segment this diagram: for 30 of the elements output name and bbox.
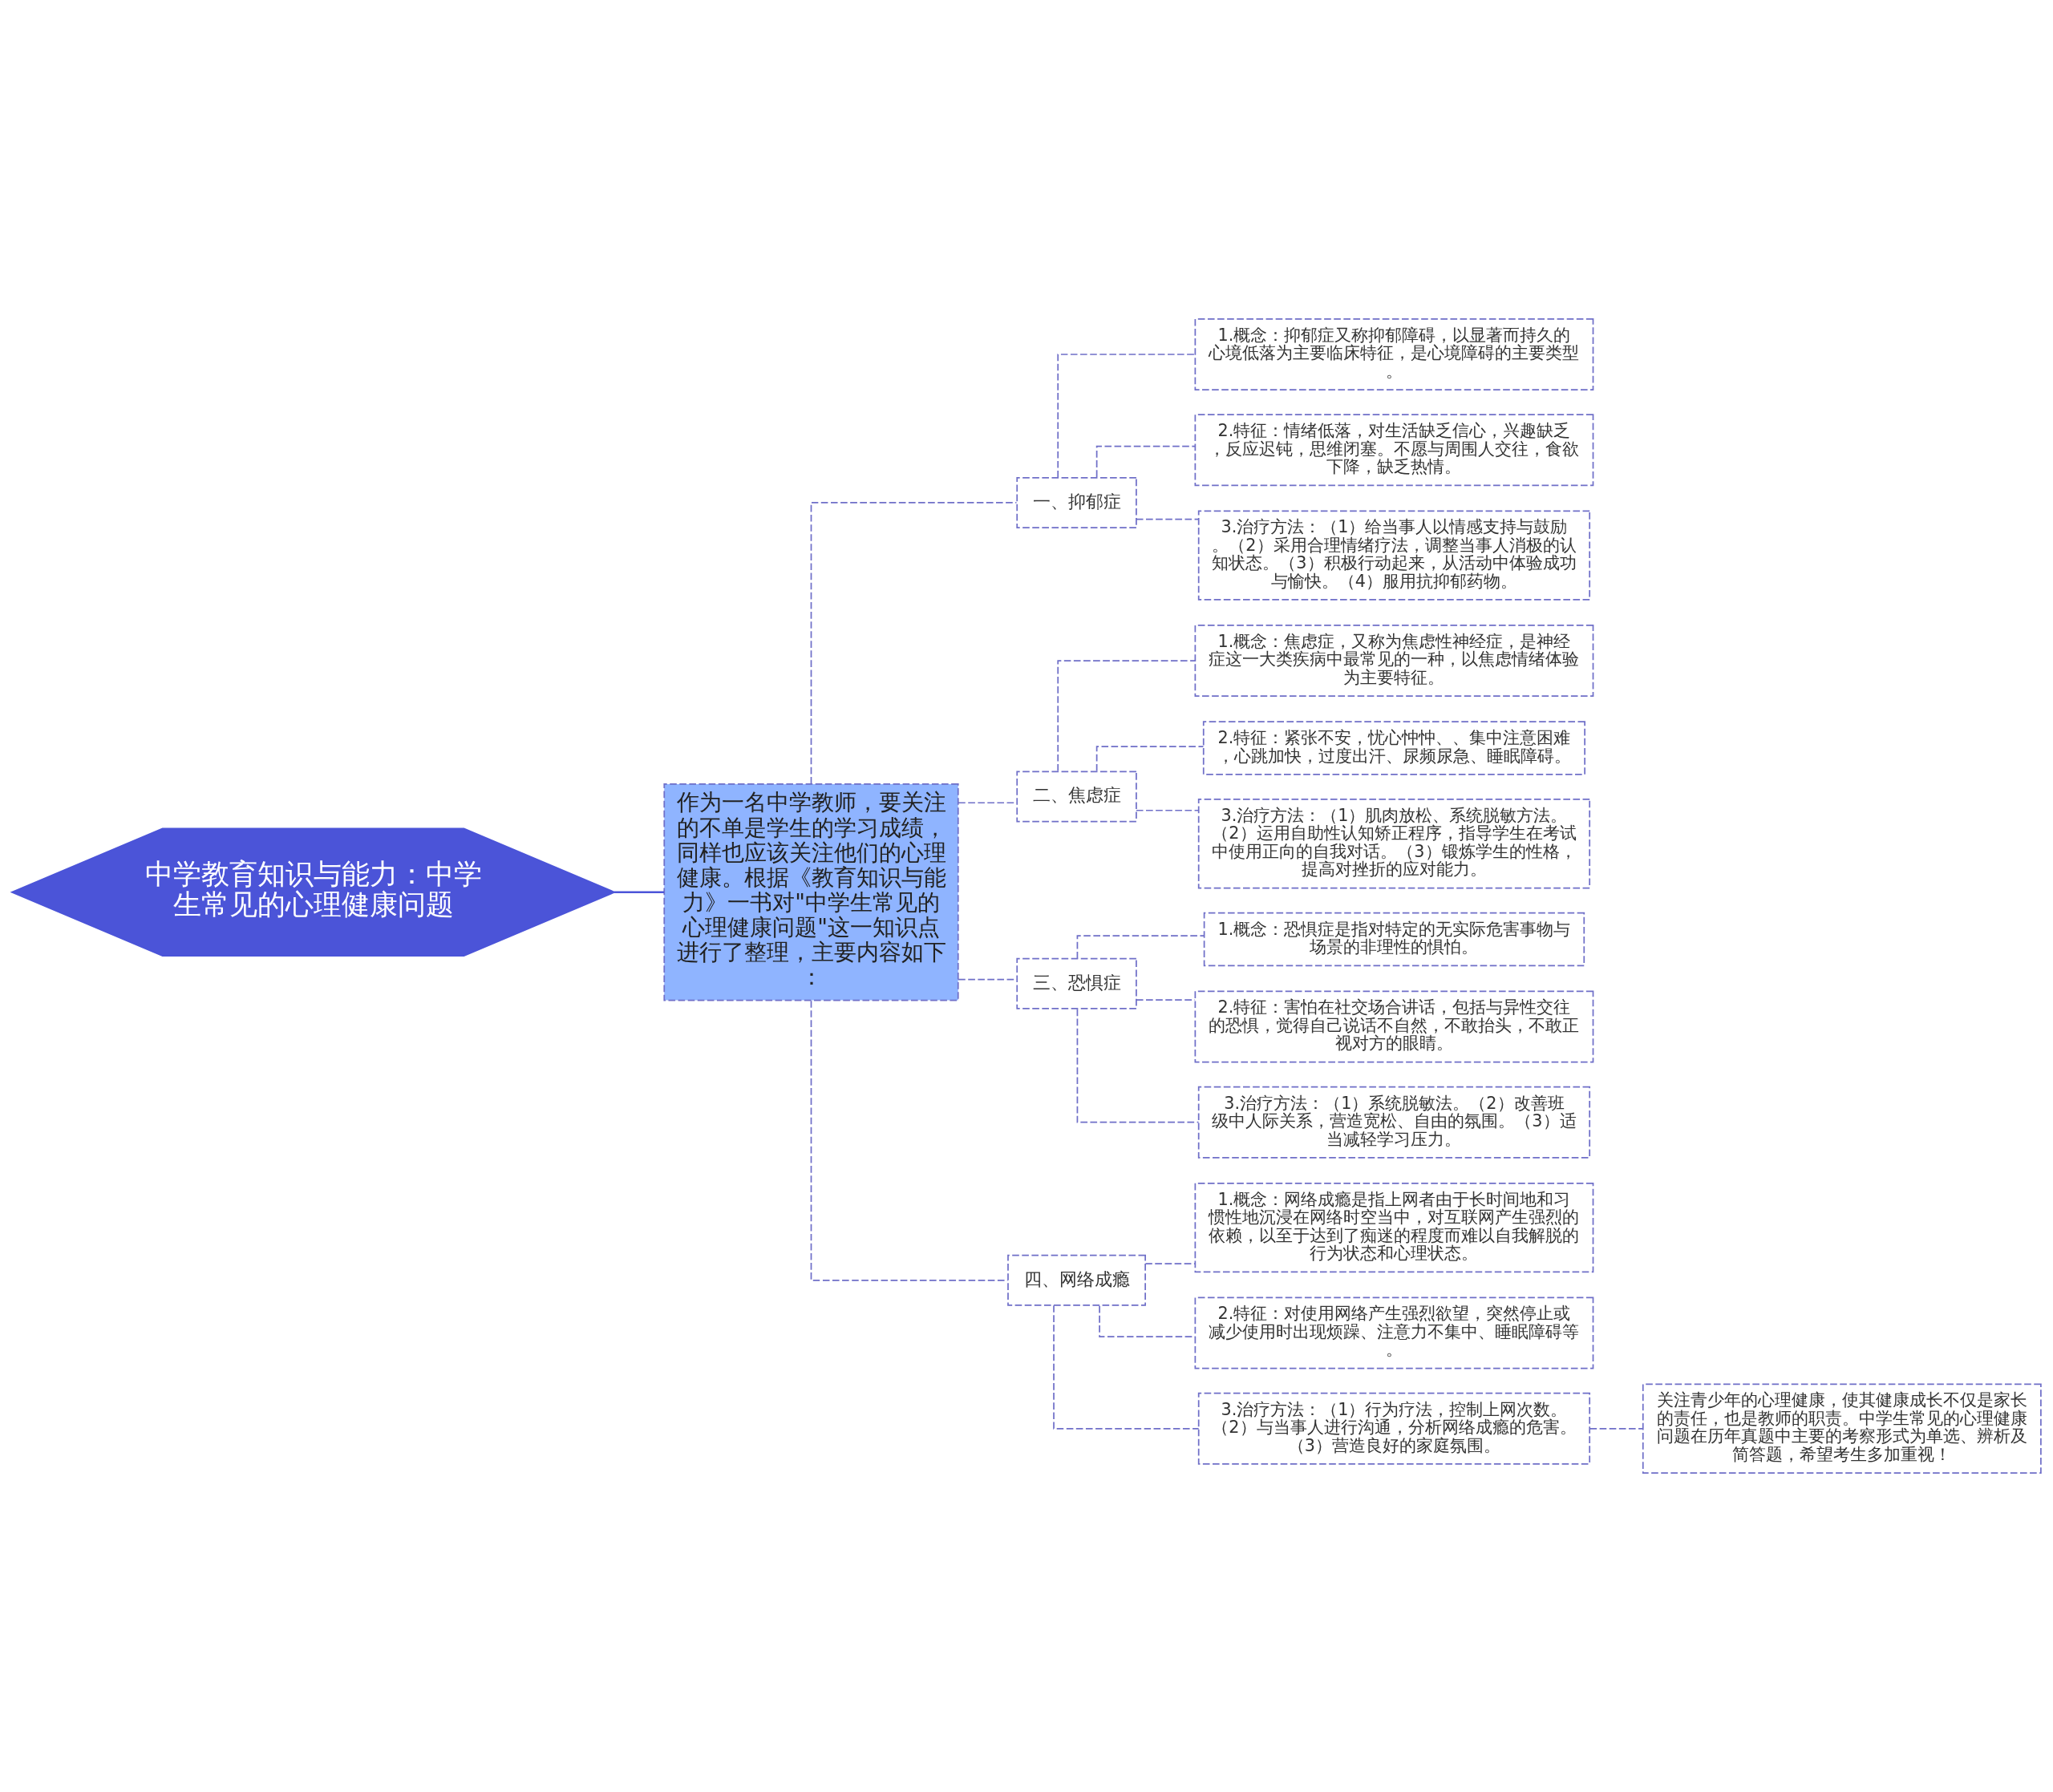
connector (1136, 518, 1200, 520)
node-box: 三、恐惧症 (1016, 957, 1137, 1009)
node-box: 作为一名中学教师，要关注的不单是学生的学习成绩，同样也应该关注他们的心理健康。根据《教育知识与能力》一书对"中学生常见的心理健康问题"这一知识点进行了整理，主要内容如下： (663, 783, 959, 1001)
node-box: 1.概念：恐惧症是指对特定的无实际危害事物与场景的非理性的惧怕。 (1203, 912, 1585, 967)
node-box: 3.治疗方法：（1）系统脱敏法。（2）改善班级中人际关系，营造宽松、自由的氛围。（3）适当减轻学习压力。 (1197, 1086, 1591, 1159)
connector (1144, 1263, 1196, 1264)
node-box: 3.治疗方法：（1）行为疗法，控制上网次数。（2）与当事人进行沟通，分析网络成瘾的危害。（3）营造良好的家庭氛围。 (1197, 1392, 1591, 1465)
connector (1057, 354, 1197, 479)
node-box: 1.概念：网络成瘾是指上网者由于长时间地和习惯性地沉浸在网络时空当中，对互联网产生强烈的依赖，以至于达到了痴迷的程度而难以自我解脱的行为状态和心理状态。 (1194, 1182, 1594, 1273)
node-box: 1.概念：焦虑症，又称为焦虑性神经症，是神经症这一大类疾病中最常见的一种，以焦虑情绪体验为主要特征。 (1194, 625, 1594, 697)
node-box: 3.治疗方法：（1）肌肉放松、系统脱敏方法。（2）运用自助性认知矫正程序，指导学生在考试中使用正向的自我对话。（3）锻炼学生的性格，提高对挫折的应对能力。 (1197, 799, 1591, 889)
node-box: 2.特征：害怕在社交场合讲话，包括与异性交往的恐惧，觉得自己说话不自然，不敢抬头，不敢正视对方的眼睛。 (1194, 990, 1594, 1063)
node-box: 一、抑郁症 (1016, 477, 1137, 528)
connector (1095, 445, 1196, 478)
connector (1057, 660, 1197, 772)
connector (1076, 1008, 1200, 1123)
node-box: 1.概念：抑郁症又称抑郁障碍，以显著而持久的心境低落为主要临床特征，是心境障碍的主要类型。 (1194, 318, 1594, 390)
connector (614, 891, 664, 894)
node-box: 3.治疗方法：（1）给当事人以情感支持与鼓励。（2）采用合理情绪疗法，调整当事人消极的认知状态。（3）积极行动起来，从活动中体验成功与愉快。（4）服用抗抑郁药物。 (1197, 510, 1591, 601)
connector (1053, 1305, 1200, 1430)
node-box: 2.特征：对使用网络产生强烈欲望，突然停止或减少使用时出现烦躁、注意力不集中、睡眠障碍等。 (1194, 1296, 1594, 1369)
node-box: 2.特征：紧张不安，忧心忡忡、、集中注意困难，心跳加快，过度出汗、尿频尿急、睡眠障碍。 (1202, 721, 1585, 775)
connector (1589, 1427, 1644, 1430)
node-box: 2.特征：情绪低落，对生活缺乏信心，兴趣缺乏，反应迟钝，思维闭塞。不愿与周围人交往，食欲下降，缺乏热情。 (1194, 414, 1594, 487)
connector (1136, 809, 1200, 811)
node-box: 关注青少年的心理健康，使其健康成长不仅是家长的责任，也是教师的职责。中学生常见的心理健康问题在历年真题中主要的考察形式为单选、辨析及简答题，希望考生多加重视！ (1642, 1383, 2042, 1474)
connector (810, 502, 1018, 785)
node-box: 四、网络成瘾 (1007, 1254, 1146, 1306)
connector (1095, 746, 1205, 772)
node-box: 二、焦虑症 (1016, 771, 1137, 823)
